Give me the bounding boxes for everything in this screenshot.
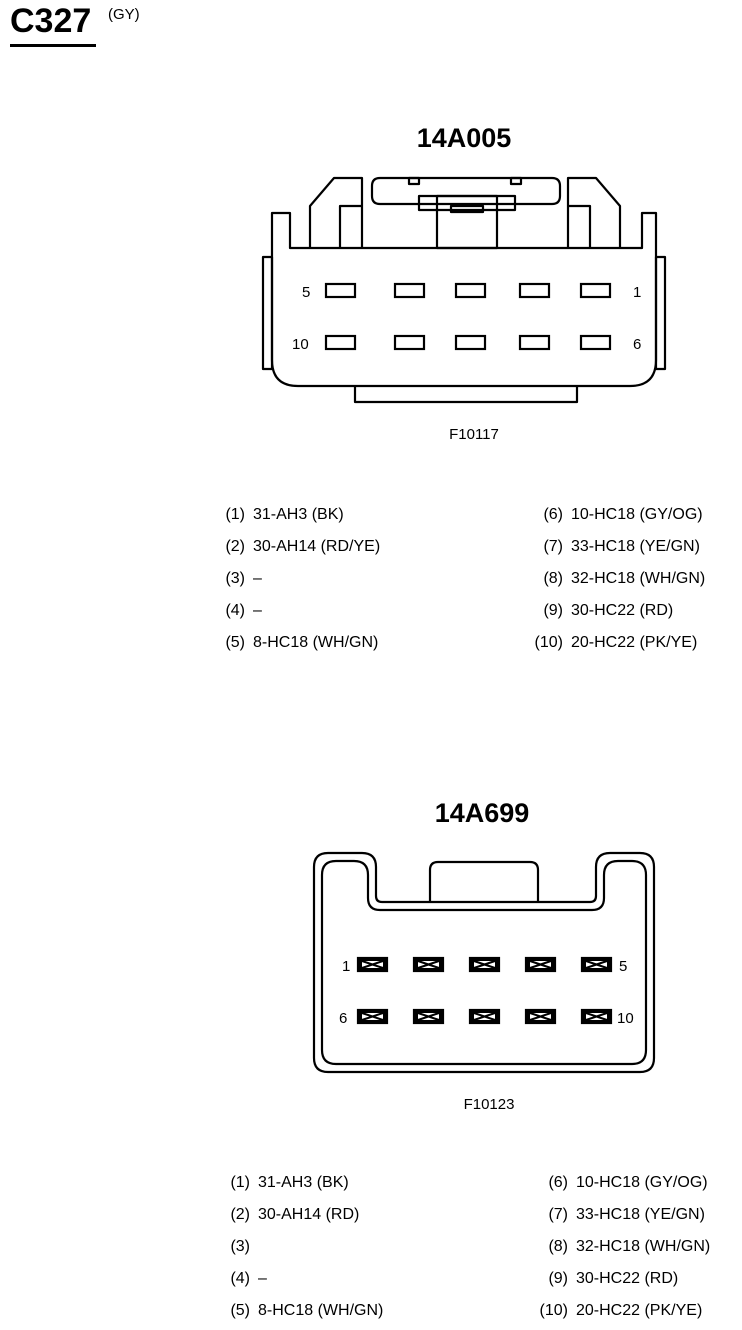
connector-2-terminal bbox=[468, 1008, 501, 1025]
pin-number: (4) bbox=[225, 602, 245, 619]
pin-circuit: 10-HC18 (GY/OG) bbox=[571, 506, 703, 523]
connector-2-terminal bbox=[356, 956, 389, 973]
pin-number: (3) bbox=[225, 570, 245, 587]
pin-number: (6) bbox=[543, 506, 563, 523]
pin-number: (2) bbox=[225, 538, 245, 555]
pin-number: (7) bbox=[548, 1206, 568, 1223]
connector-color-code: (GY) bbox=[108, 6, 140, 23]
connector-2-terminal bbox=[468, 956, 501, 973]
title-underline bbox=[10, 44, 96, 47]
pin-number: (10) bbox=[539, 1302, 568, 1319]
pin-circuit: 31-AH3 (BK) bbox=[253, 506, 344, 523]
connector-2-figure-id: F10123 bbox=[463, 1096, 515, 1113]
connector-1-cavity bbox=[454, 282, 487, 299]
connector-1-cavity bbox=[518, 334, 551, 351]
connector-1-cavity bbox=[579, 334, 612, 351]
pin-circuit: – bbox=[258, 1270, 267, 1287]
connector-1-cavity-label-top-left: 5 bbox=[302, 284, 310, 301]
pin-circuit: 8-HC18 (WH/GN) bbox=[258, 1302, 384, 1319]
connector-1-cavity bbox=[518, 282, 551, 299]
pin-number: (2) bbox=[230, 1206, 250, 1223]
pin-circuit: – bbox=[253, 602, 262, 619]
connector-1-figure-id: F10117 bbox=[449, 426, 499, 443]
connector-2-terminal bbox=[412, 1008, 445, 1025]
connector-1-cavity bbox=[324, 334, 357, 351]
pin-circuit: 33-HC18 (YE/GN) bbox=[576, 1206, 705, 1223]
pin-number: (1) bbox=[230, 1174, 250, 1191]
pin-number: (4) bbox=[230, 1270, 250, 1287]
connector-1-cavity-label-bottom-right: 6 bbox=[633, 336, 641, 353]
pin-circuit: 32-HC18 (WH/GN) bbox=[571, 570, 706, 587]
pin-number: (8) bbox=[548, 1238, 568, 1255]
connector-2-terminal bbox=[524, 956, 557, 973]
connector-1-cavity-label-top-right: 1 bbox=[633, 284, 641, 301]
connector-2-cavity-label-top-right: 5 bbox=[619, 958, 627, 975]
pin-number: (10) bbox=[534, 634, 563, 651]
connector-2-cavity-label-bottom-left: 6 bbox=[339, 1010, 347, 1027]
pin-circuit: 33-HC18 (YE/GN) bbox=[571, 538, 700, 555]
connector-1-cavity bbox=[393, 334, 426, 351]
pin-circuit: 20-HC22 (PK/YE) bbox=[571, 634, 698, 651]
connector-1-cavity bbox=[454, 334, 487, 351]
pin-circuit: 31-AH3 (BK) bbox=[258, 1174, 349, 1191]
connector-2-cavity-label-top-left: 1 bbox=[342, 958, 350, 975]
connector-2-terminal bbox=[356, 1008, 389, 1025]
connector-id-title: C327 bbox=[10, 2, 92, 40]
connector-2-terminal bbox=[580, 1008, 613, 1025]
connector-1-cavity bbox=[579, 282, 612, 299]
pin-circuit: 8-HC18 (WH/GN) bbox=[253, 634, 379, 651]
connector-1-cavity bbox=[393, 282, 426, 299]
connector-1-part-number: 14A005 bbox=[416, 123, 512, 153]
pin-circuit: 30-AH14 (RD) bbox=[258, 1206, 360, 1223]
pin-circuit: – bbox=[253, 570, 262, 587]
pin-number: (9) bbox=[548, 1270, 568, 1287]
connector-2-terminal bbox=[524, 1008, 557, 1025]
pin-number: (5) bbox=[230, 1302, 250, 1319]
connector-1-cavity bbox=[324, 282, 357, 299]
pin-circuit: 20-HC22 (PK/YE) bbox=[576, 1302, 703, 1319]
pin-circuit: 10-HC18 (GY/OG) bbox=[576, 1174, 708, 1191]
pin-circuit: 30-AH14 (RD/YE) bbox=[253, 538, 381, 555]
connector-2-terminal bbox=[412, 956, 445, 973]
pin-number: (9) bbox=[543, 602, 563, 619]
connector-1-cavity-label-bottom-left: 10 bbox=[292, 336, 309, 353]
pin-circuit: 30-HC22 (RD) bbox=[576, 1270, 679, 1287]
pin-number: (7) bbox=[543, 538, 563, 555]
connector-2-terminal bbox=[580, 956, 613, 973]
connector-2-cavity-label-bottom-right: 10 bbox=[617, 1010, 634, 1027]
pin-number: (1) bbox=[225, 506, 245, 523]
pin-number: (8) bbox=[543, 570, 563, 587]
pin-number: (6) bbox=[548, 1174, 568, 1191]
pin-circuit: 30-HC22 (RD) bbox=[571, 602, 674, 619]
pin-circuit: 32-HC18 (WH/GN) bbox=[576, 1238, 711, 1255]
pin-number: (5) bbox=[225, 634, 245, 651]
connector-2-part-number: 14A699 bbox=[434, 798, 530, 828]
pin-number: (3) bbox=[230, 1238, 250, 1255]
